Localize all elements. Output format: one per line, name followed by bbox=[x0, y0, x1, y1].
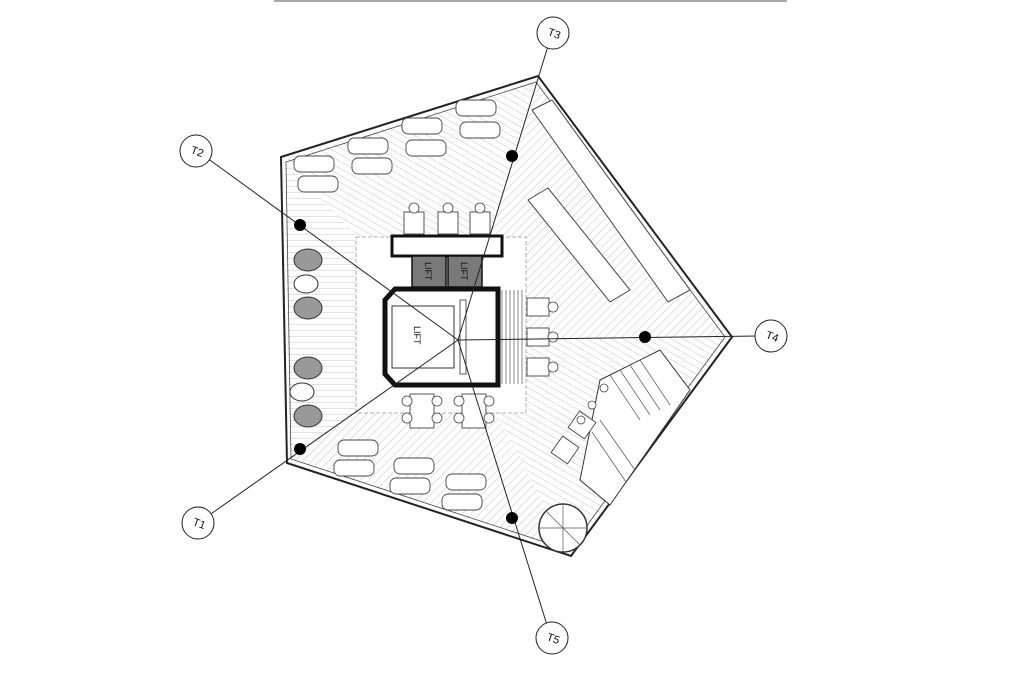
tag-lines bbox=[206, 45, 759, 626]
tag-t5: T5 bbox=[535, 621, 569, 655]
furniture-chairs bbox=[401, 202, 609, 425]
spiral-treads bbox=[539, 504, 587, 552]
svg-text:T4: T4 bbox=[764, 329, 780, 345]
core-upper-wall bbox=[390, 234, 504, 258]
svg-text:LIFT: LIFT bbox=[423, 262, 433, 281]
tag-t2: T2 bbox=[179, 134, 213, 168]
counter-short bbox=[527, 187, 631, 303]
svg-text:T2: T2 bbox=[189, 144, 205, 160]
svg-text:T5: T5 bbox=[545, 631, 561, 647]
tag-t3: T3 bbox=[536, 16, 570, 50]
building-outline bbox=[279, 74, 734, 558]
tag-t1: T1 bbox=[181, 506, 215, 540]
svg-text:LIFT: LIFT bbox=[412, 326, 422, 345]
tag-t4: T4 bbox=[754, 319, 788, 353]
furniture-lounge-chairs bbox=[293, 99, 501, 511]
svg-text:LIFT: LIFT bbox=[459, 262, 469, 281]
svg-text:T1: T1 bbox=[191, 516, 207, 532]
lift-small-1: LIFT bbox=[411, 255, 447, 288]
core-steps bbox=[501, 290, 523, 384]
lift-door bbox=[459, 299, 467, 375]
svg-text:T3: T3 bbox=[546, 26, 562, 42]
lift-small-2: LIFT bbox=[447, 255, 483, 288]
tag-dots bbox=[294, 150, 651, 524]
stair-treads bbox=[591, 359, 671, 483]
counter-long bbox=[531, 99, 691, 303]
lift-large bbox=[391, 305, 455, 369]
seating-pods bbox=[289, 248, 323, 428]
